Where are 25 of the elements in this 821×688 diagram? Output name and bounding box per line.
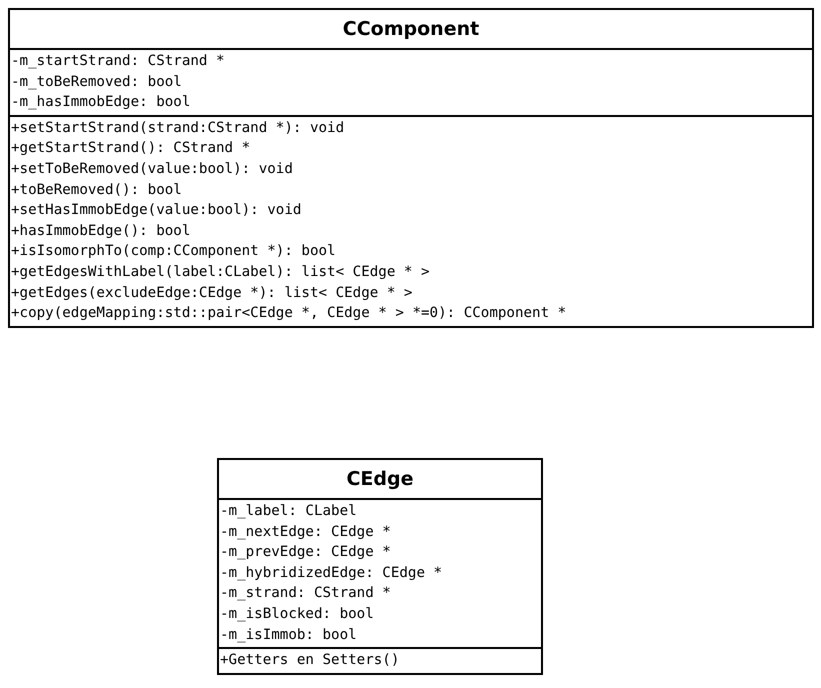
attribute-text: -m_isBlocked: bool	[219, 604, 374, 624]
method-text: +toBeRemoved(): bool	[10, 180, 182, 200]
attribute-text: -m_startStrand: CStrand *	[10, 52, 225, 71]
method-text: +hasImmobEdge(): bool	[10, 222, 190, 241]
attribute-text: -m_strand: CStrand *	[219, 584, 391, 604]
attribute-text: -m_isImmob: bool	[219, 626, 357, 645]
class-box	[8, 8, 814, 328]
attribute-text: -m_toBeRemoved: bool	[10, 72, 182, 92]
method-text: +getEdges(excludeEdge:CEdge *): list< CEdge * >	[10, 284, 412, 303]
method-text: +Getters en Setters()	[219, 651, 400, 670]
class-name: CComponent	[342, 17, 480, 42]
attribute-text: -m_label: CLabel	[219, 502, 357, 521]
method-text: +setHasImmobEdge(value:bool): void	[10, 201, 302, 220]
method-text: +setStartStrand(strand:CStrand *): void	[10, 118, 344, 138]
attribute-text: -m_hasImmobEdge: bool	[10, 93, 190, 112]
class-box	[217, 458, 543, 675]
method-text: +setToBeRemoved(value:bool): void	[10, 160, 293, 179]
method-text: +getStartStrand(): CStrand *	[10, 139, 250, 158]
method-text: +isIsomorphTo(comp:CComponent *): bool	[10, 242, 336, 262]
class-name: CEdge	[345, 467, 414, 492]
attribute-text: -m_hybridizedEdge: CEdge *	[219, 564, 442, 583]
method-text: +getEdgesWithLabel(label:CLabel): list< CEdge * >	[10, 262, 430, 282]
attribute-text: -m_nextEdge: CEdge *	[219, 522, 391, 542]
attribute-text: -m_prevEdge: CEdge *	[219, 543, 391, 562]
method-text: +copy(edgeMapping:std::pair<CEdge *, CEdge * > *=0): CComponent *	[10, 304, 566, 324]
